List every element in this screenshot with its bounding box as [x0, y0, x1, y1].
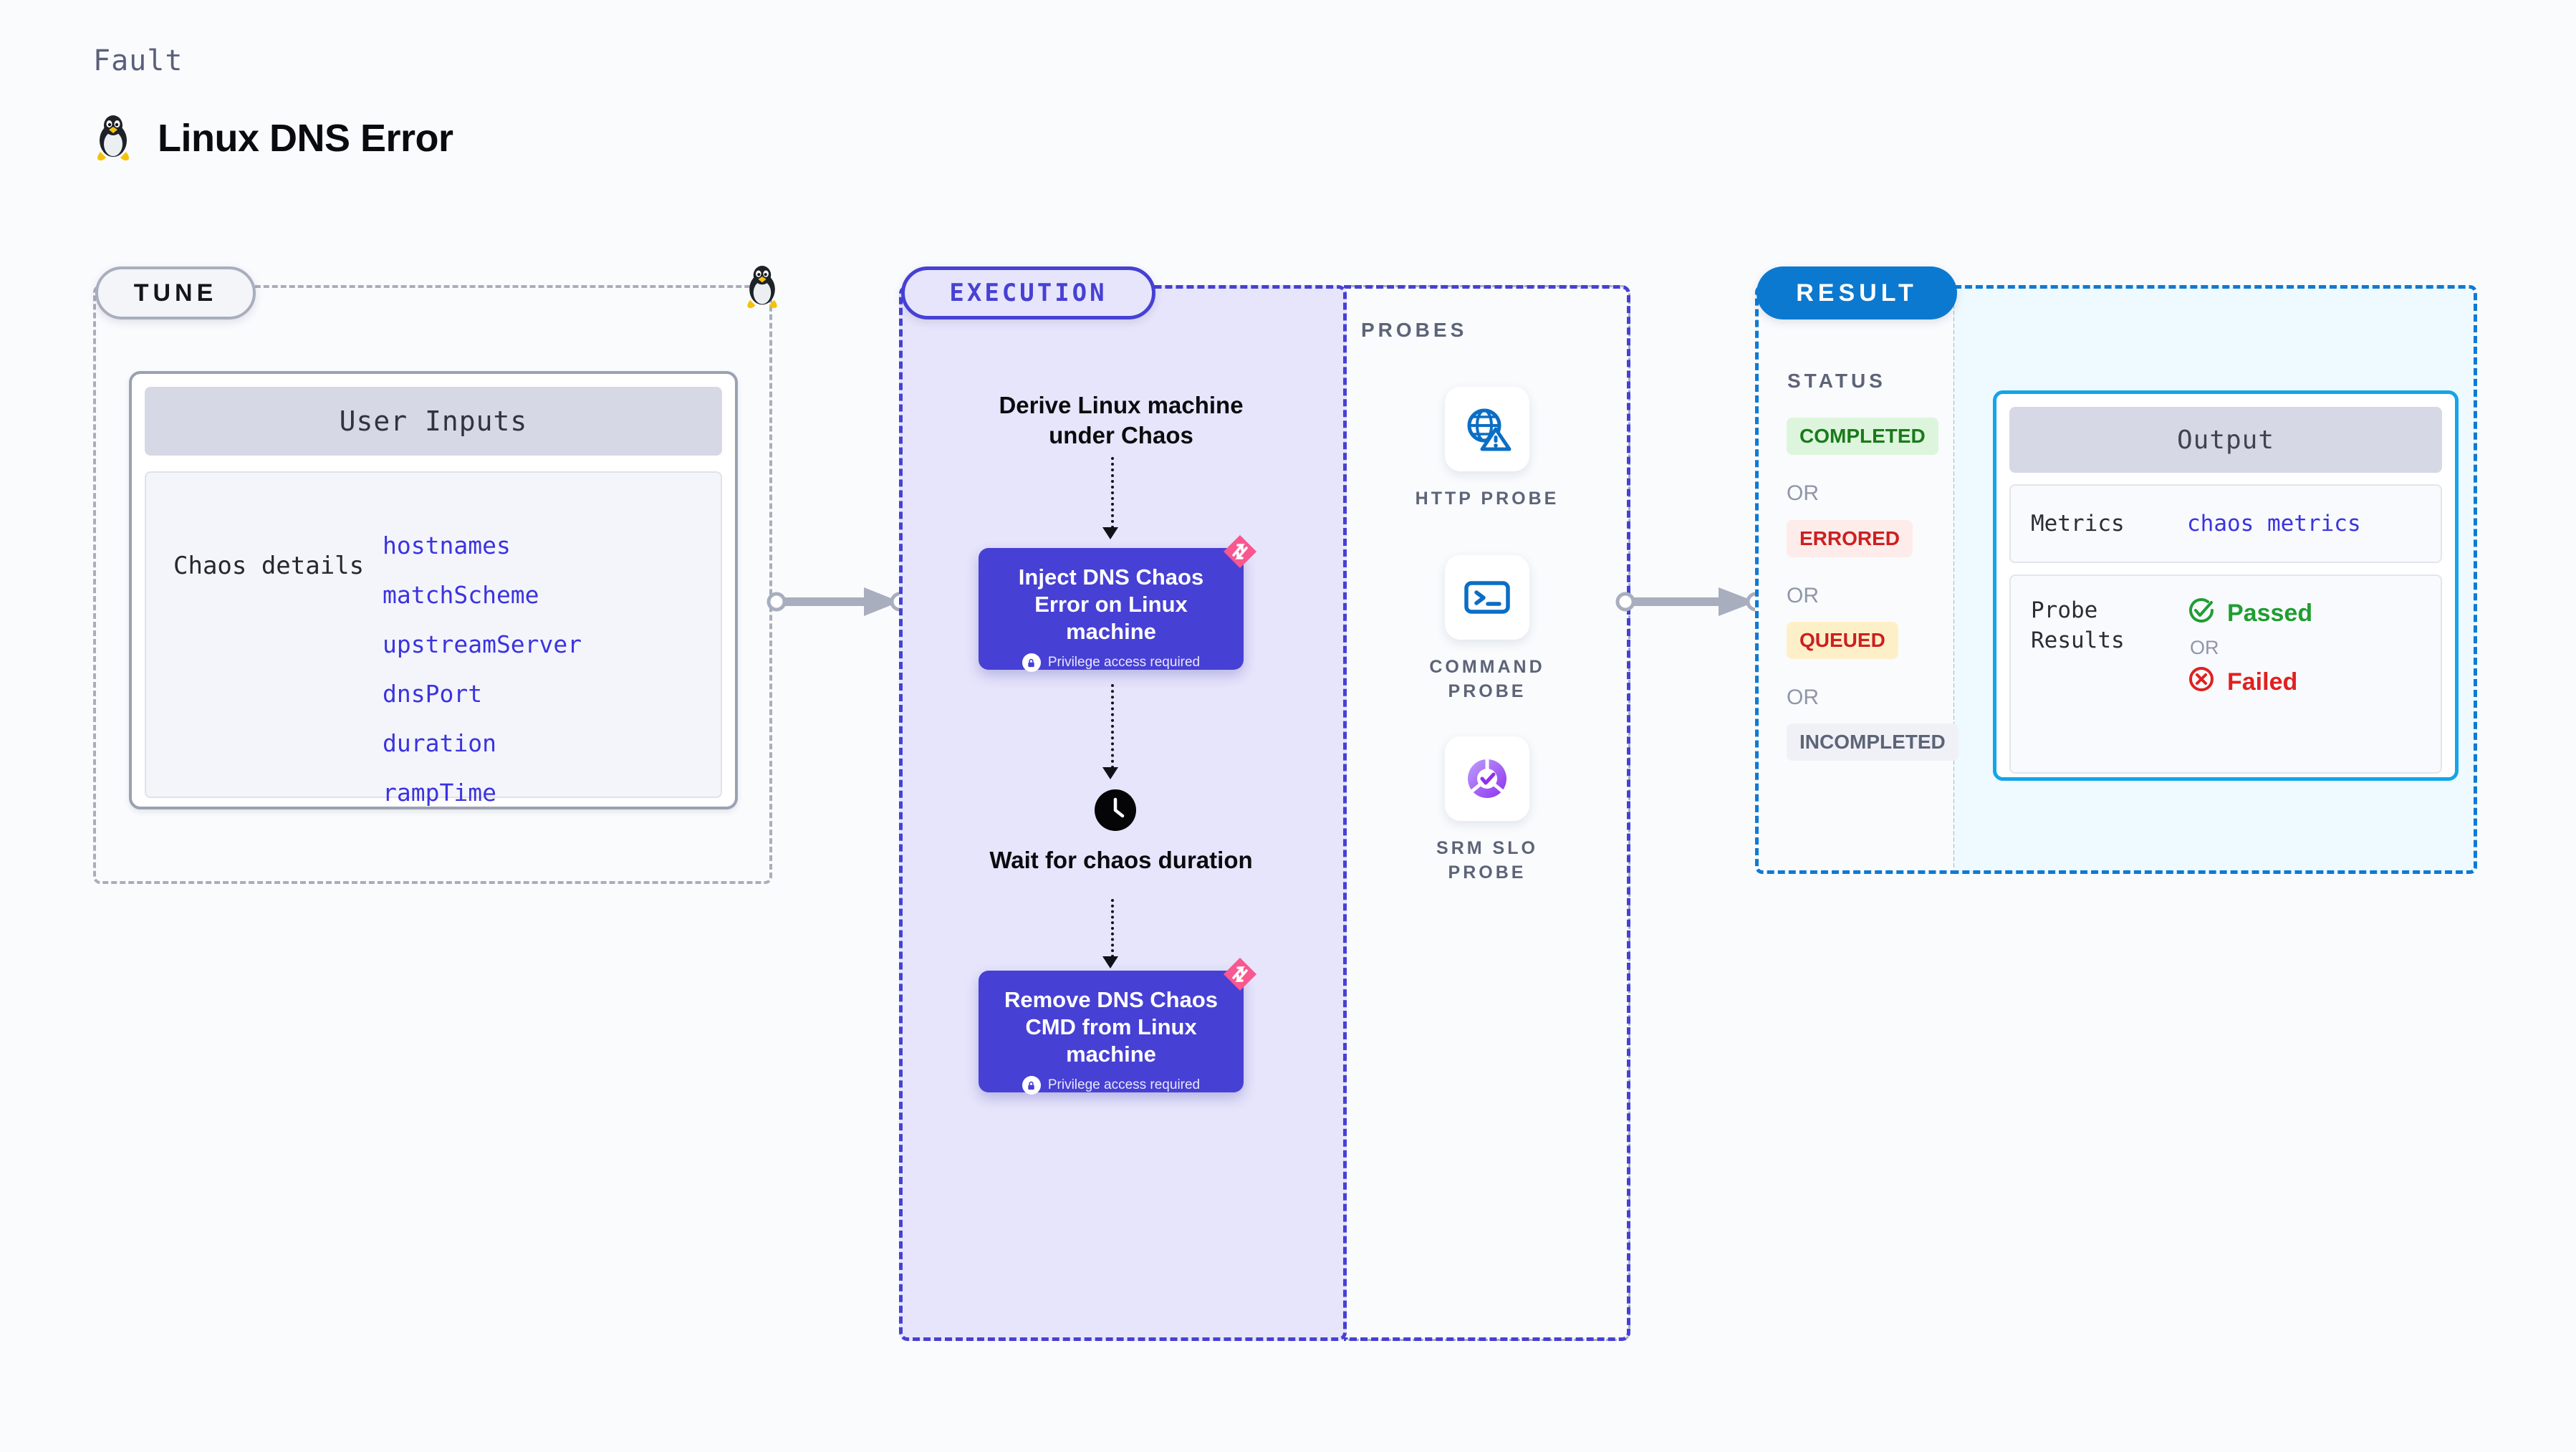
execution-step-inject[interactable]: Inject DNS Chaos Error on Linux machine …: [979, 535, 1256, 673]
probe-caption-srm-slo: SRM SLO PROBE: [1436, 838, 1538, 883]
execution-step-remove-note-text: Privilege access required: [1047, 1077, 1201, 1093]
probe-result-failed: Failed: [2187, 665, 2312, 700]
clock-icon: [1095, 789, 1136, 831]
connector-tune-to-execution: [766, 580, 910, 627]
output-metrics-label: Metrics: [2031, 511, 2125, 537]
page-kind-label: Fault: [93, 44, 183, 77]
probe-item-srm-slo[interactable]: SRM SLO PROBE: [1401, 736, 1573, 885]
linux-tux-icon: [93, 115, 133, 162]
probes-title: PROBES: [1361, 319, 1468, 341]
page-title-row: Linux DNS Error: [93, 115, 453, 162]
output-probe-results-label: Probe Results: [2031, 597, 2125, 653]
status-badge-completed: COMPLETED: [1787, 418, 1938, 455]
lock-icon: [1022, 653, 1041, 673]
execution-step-derive-label: Derive Linux machine under Chaos: [999, 392, 1244, 449]
user-inputs-card: User Inputs Chaos details hostnames matc…: [129, 371, 738, 809]
probe-caption-http: HTTP PROBE: [1415, 489, 1559, 509]
output-probe-results-values: Passed OR Failed: [2187, 596, 2312, 772]
harness-flag-icon: [1221, 532, 1259, 571]
result-pill-label: RESULT: [1756, 266, 1957, 319]
execution-step-inject-note: Privilege access required: [997, 653, 1225, 673]
output-card: Output Metrics chaos metrics Probe Resul…: [1993, 390, 2459, 781]
execution-step-remove-title: Remove DNS Chaos CMD from Linux machine: [1004, 987, 1219, 1067]
probe-result-failed-label: Failed: [2227, 668, 2298, 696]
tune-panel: [93, 285, 772, 884]
probe-result-or: OR: [2190, 637, 2219, 658]
harness-flag-icon: [1221, 955, 1259, 994]
status-or-1: OR: [1787, 481, 1819, 505]
terminal-icon: [1445, 555, 1529, 640]
execution-step-inject-note-text: Privilege access required: [1047, 655, 1201, 670]
lock-icon: [1022, 1076, 1041, 1095]
x-circle-icon: [2187, 665, 2216, 700]
probe-result-passed-label: Passed: [2227, 600, 2313, 627]
slo-donut-check-icon: [1445, 736, 1529, 821]
execution-pill-label: EXECUTION: [901, 266, 1155, 319]
status-or-3: OR: [1787, 686, 1819, 709]
connector-wait-to-remove: [1111, 899, 1114, 958]
probe-result-passed: Passed: [2187, 596, 2312, 631]
execution-step-remove-note: Privilege access required: [997, 1076, 1225, 1095]
probe-item-http[interactable]: HTTP PROBE: [1401, 387, 1573, 511]
output-probe-results-row: Probe Results Passed OR: [2009, 574, 2442, 774]
chaos-param-duration[interactable]: duration: [383, 729, 496, 757]
linux-tux-icon: [741, 265, 783, 313]
chaos-param-matchscheme[interactable]: matchScheme: [383, 581, 539, 609]
status-badge-incompleted: INCOMPLETED: [1787, 723, 1959, 761]
connector-inject-to-wait-head: [1102, 767, 1118, 779]
tune-pill-label: TUNE: [95, 266, 256, 319]
status-badge-errored: ERRORED: [1787, 520, 1913, 557]
chaos-param-dnsport[interactable]: dnsPort: [383, 680, 483, 708]
output-metrics-row: Metrics chaos metrics: [2009, 484, 2442, 563]
connector-wait-to-remove-head: [1102, 956, 1118, 968]
connector-derive-to-inject: [1111, 457, 1114, 529]
chaos-param-ramptime[interactable]: rampTime: [383, 779, 496, 807]
execution-step-remove[interactable]: Remove DNS Chaos CMD from Linux machine …: [979, 958, 1256, 1095]
connector-derive-to-inject-head: [1102, 527, 1118, 539]
output-metrics-value[interactable]: chaos metrics: [2187, 511, 2361, 537]
connector-inject-to-wait: [1111, 684, 1114, 769]
execution-step-inject-title: Inject DNS Chaos Error on Linux machine: [1018, 564, 1204, 644]
chaos-param-upstreamserver[interactable]: upstreamServer: [383, 630, 582, 658]
globe-warning-icon: [1445, 387, 1529, 471]
connector-execution-to-result: [1615, 580, 1766, 627]
probe-caption-command: COMMAND PROBE: [1429, 657, 1545, 701]
user-inputs-header: User Inputs: [145, 387, 722, 456]
chaos-details-box: Chaos details hostnames matchScheme upst…: [145, 471, 722, 807]
status-title: STATUS: [1787, 370, 1886, 392]
chaos-params-list: hostnames matchScheme upstreamServer dns…: [383, 491, 582, 807]
chaos-param-hostnames[interactable]: hostnames: [383, 532, 511, 559]
probe-item-command[interactable]: COMMAND PROBE: [1401, 555, 1573, 704]
chaos-details-label: Chaos details: [173, 552, 365, 580]
page-title: Linux DNS Error: [158, 117, 453, 160]
status-badge-queued: QUEUED: [1787, 622, 1898, 659]
output-header: Output: [2009, 407, 2442, 473]
status-or-2: OR: [1787, 584, 1819, 607]
execution-step-wait-label: Wait for chaos duration: [989, 847, 1253, 873]
result-panel: [1755, 285, 1956, 874]
check-circle-icon: [2187, 596, 2216, 631]
